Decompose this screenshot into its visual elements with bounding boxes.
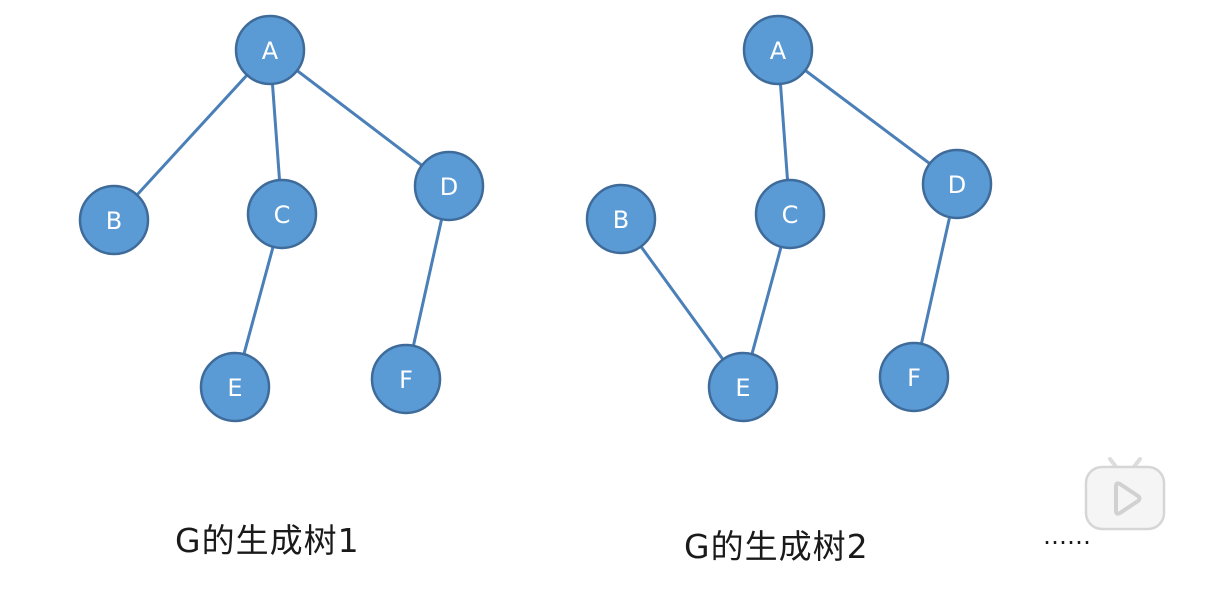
node-circle: [234, 14, 306, 86]
node-label: D: [948, 171, 966, 199]
node-a: A: [742, 14, 814, 86]
tree-1-nodes: A B C D E F: [78, 14, 485, 423]
edge-a-d: [776, 48, 959, 186]
spanning-tree-1: A B C D E F: [78, 14, 485, 423]
node-a: A: [234, 14, 306, 86]
node-label: F: [907, 364, 921, 392]
node-d: D: [413, 150, 485, 222]
node-label: A: [262, 37, 279, 65]
node-circle: [370, 343, 442, 415]
node-circle: [78, 184, 150, 256]
node-circle: [413, 150, 485, 222]
node-label: F: [399, 366, 413, 394]
node-label: D: [440, 173, 458, 201]
node-label: B: [613, 206, 629, 234]
edge-a-d: [268, 48, 451, 188]
node-c: C: [246, 178, 318, 250]
node-label: C: [782, 201, 799, 229]
node-circle: [199, 351, 271, 423]
tree-2-nodes: A B C D E F: [585, 14, 993, 423]
node-f: F: [370, 343, 442, 415]
tree-1-caption: G的生成树1: [175, 521, 360, 560]
spanning-tree-2: A B C D E F: [585, 14, 993, 423]
play-icon: [1114, 481, 1142, 516]
node-b: B: [78, 184, 150, 256]
node-label: C: [274, 201, 291, 229]
node-b: B: [585, 183, 657, 255]
node-f: F: [878, 341, 950, 413]
node-label: E: [735, 374, 750, 402]
more-indicator: ……: [1043, 522, 1091, 550]
edge-a-b: [112, 48, 272, 222]
node-circle: [707, 351, 779, 423]
node-d: D: [921, 148, 993, 220]
node-circle: [246, 178, 318, 250]
node-circle: [742, 14, 814, 86]
node-e: E: [707, 351, 779, 423]
node-label: B: [106, 207, 122, 235]
node-e: E: [199, 351, 271, 423]
play-button[interactable]: [1083, 455, 1167, 531]
node-circle: [585, 183, 657, 255]
tree-2-caption: G的生成树2: [684, 527, 869, 566]
node-label: A: [770, 37, 787, 65]
node-c: C: [754, 178, 826, 250]
node-circle: [921, 148, 993, 220]
node-circle: [878, 341, 950, 413]
node-label: E: [227, 374, 242, 402]
node-circle: [754, 178, 826, 250]
